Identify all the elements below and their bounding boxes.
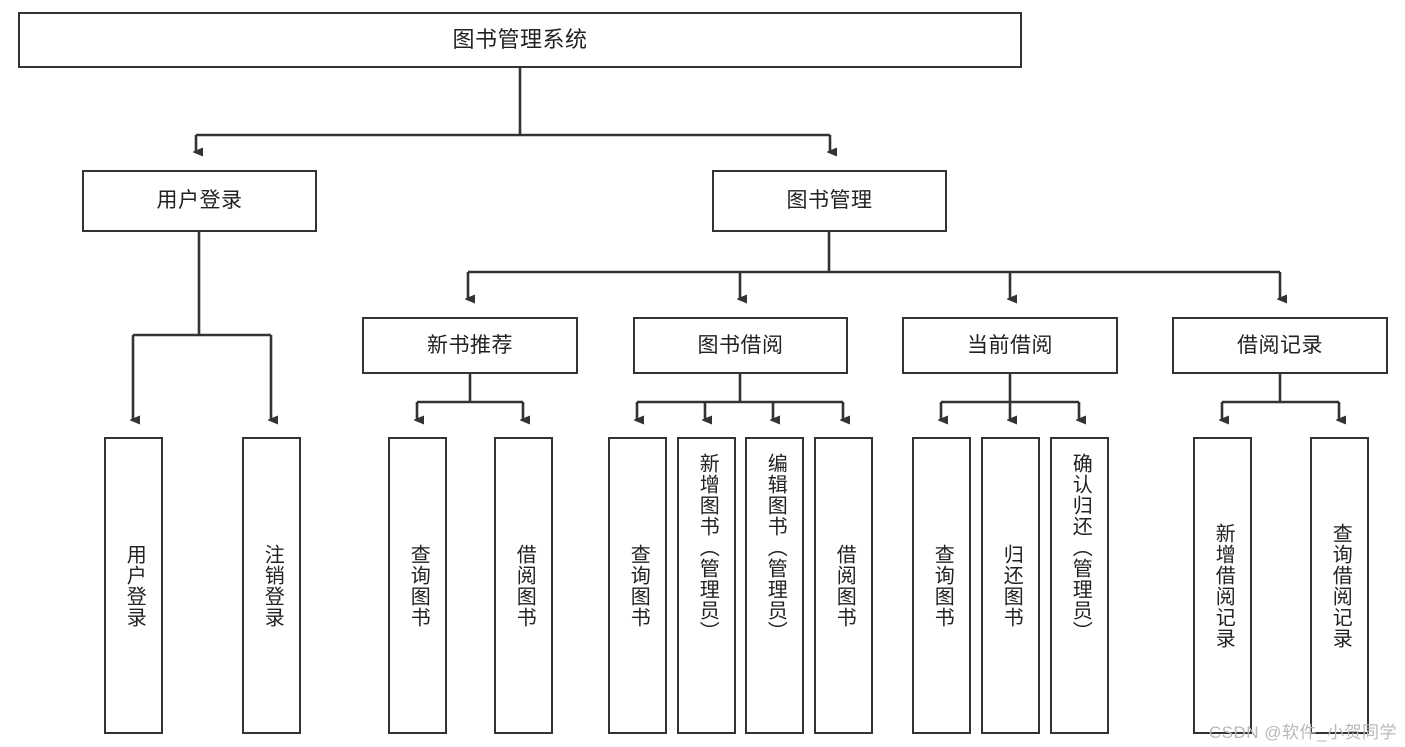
node-book-borrow[interactable]: 图书借阅 xyxy=(633,317,848,374)
node-label: 用户登录 xyxy=(123,543,146,628)
node-borrow-record[interactable]: 借阅记录 xyxy=(1172,317,1388,374)
leaf-current-borrow-return-book[interactable]: 归还图书 xyxy=(981,437,1040,734)
leaf-book-borrow-add-book-admin[interactable]: 新增图书（管理员） xyxy=(677,437,736,734)
node-user-login[interactable]: 用户登录 xyxy=(82,170,317,232)
node-book-management[interactable]: 图书管理 xyxy=(712,170,947,232)
node-label: 借阅图书 xyxy=(513,543,536,628)
node-label: 查询图书 xyxy=(627,543,650,628)
node-label: 注销登录 xyxy=(261,543,284,628)
node-current-borrow[interactable]: 当前借阅 xyxy=(902,317,1118,374)
watermark-text: CSDN @软件_小贺同学 xyxy=(1208,723,1397,742)
node-label: 确认归还（管理员） xyxy=(1069,453,1092,642)
node-label: 查询借阅记录 xyxy=(1329,522,1352,649)
node-label: 新增借阅记录 xyxy=(1212,522,1235,649)
node-label: 图书管理 xyxy=(786,189,873,213)
node-label: 查询图书 xyxy=(407,543,430,628)
node-label: 新增图书（管理员） xyxy=(696,453,719,642)
node-label: 查询图书 xyxy=(931,543,954,628)
node-label: 借阅图书 xyxy=(833,543,856,628)
node-label: 借阅记录 xyxy=(1237,333,1323,357)
leaf-borrow-record-add-record[interactable]: 新增借阅记录 xyxy=(1193,437,1252,734)
leaf-book-borrow-edit-book-admin[interactable]: 编辑图书（管理员） xyxy=(745,437,804,734)
leaf-borrow-record-query-record[interactable]: 查询借阅记录 xyxy=(1310,437,1369,734)
node-new-book-recommend[interactable]: 新书推荐 xyxy=(362,317,578,374)
node-label: 当前借阅 xyxy=(967,333,1053,357)
node-label: 图书管理系统 xyxy=(452,26,588,52)
leaf-new-book-query-book[interactable]: 查询图书 xyxy=(388,437,447,734)
node-label: 编辑图书（管理员） xyxy=(764,453,787,642)
leaf-book-borrow-query-book[interactable]: 查询图书 xyxy=(608,437,667,734)
leaf-user-login-login[interactable]: 用户登录 xyxy=(104,437,163,734)
leaf-current-borrow-confirm-return-admin[interactable]: 确认归还（管理员） xyxy=(1050,437,1109,734)
node-root-book-management-system[interactable]: 图书管理系统 xyxy=(18,12,1022,68)
leaf-book-borrow-borrow-book[interactable]: 借阅图书 xyxy=(814,437,873,734)
node-label: 图书借阅 xyxy=(697,333,784,357)
node-label: 用户登录 xyxy=(156,189,243,213)
leaf-new-book-borrow-book[interactable]: 借阅图书 xyxy=(494,437,553,734)
node-label: 新书推荐 xyxy=(427,333,513,357)
node-label: 归还图书 xyxy=(1000,543,1023,628)
leaf-user-login-logout[interactable]: 注销登录 xyxy=(242,437,301,734)
leaf-current-borrow-query-book[interactable]: 查询图书 xyxy=(912,437,971,734)
